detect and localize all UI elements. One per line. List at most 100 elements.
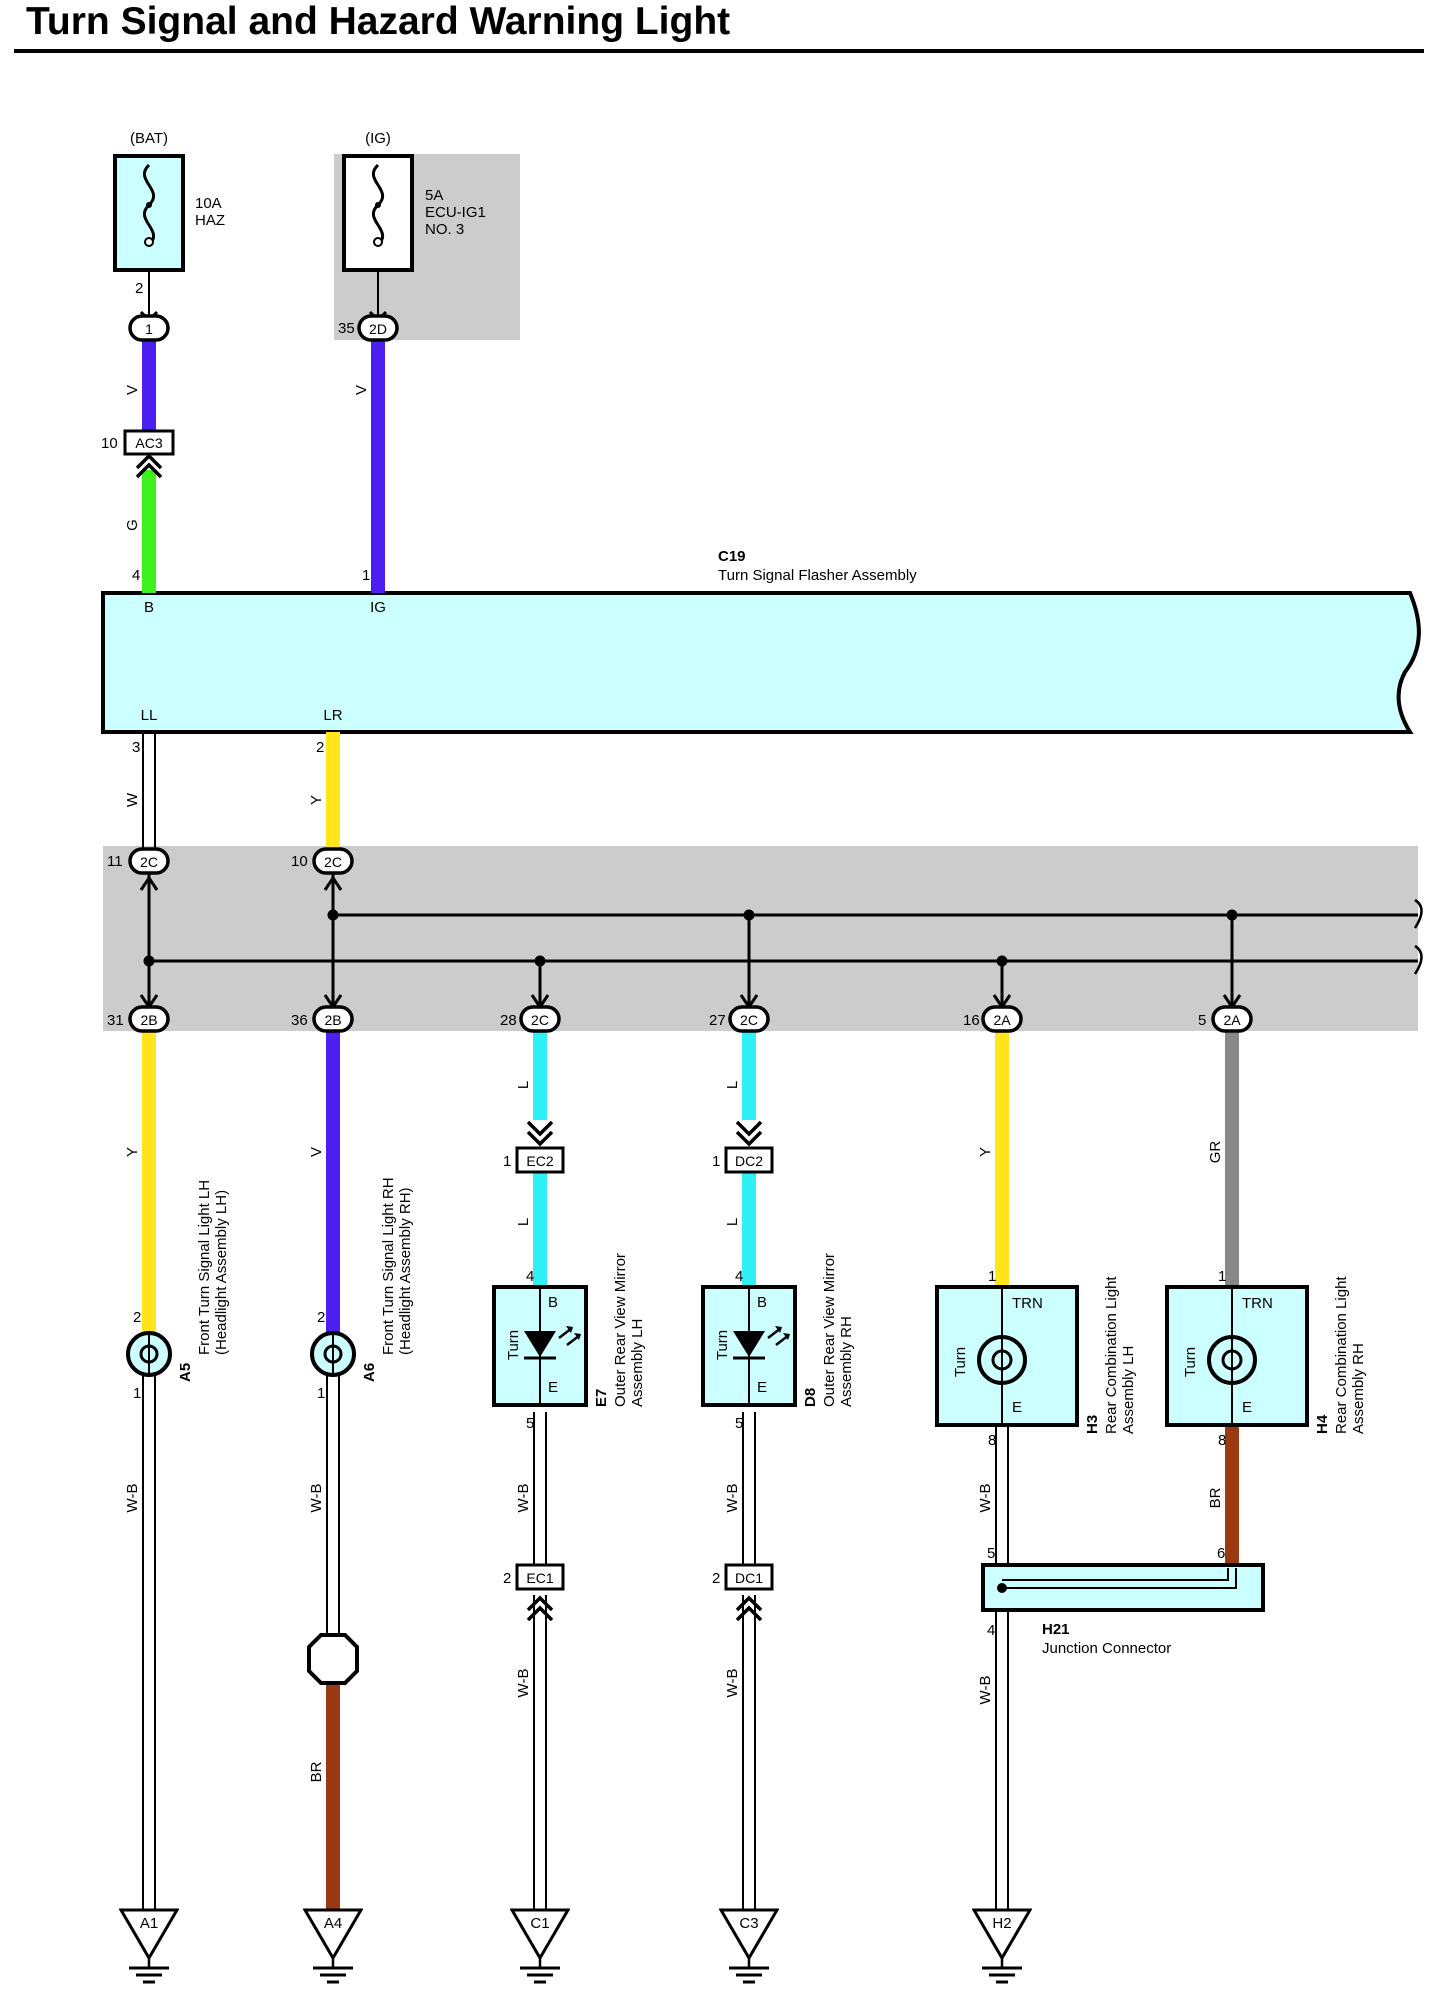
h21-pin-6: 6: [1217, 1545, 1225, 1562]
connector-2c-28: [519, 1005, 561, 1033]
wlabel-b2: V: [308, 1147, 325, 1157]
page-title: Turn Signal and Hazard Warning Light: [26, 0, 731, 43]
h3-code: H3: [1084, 1415, 1101, 1434]
connector-2c-11: [128, 847, 170, 875]
wlabel-a5-wb: W-B: [124, 1484, 141, 1513]
connector-1: [128, 314, 170, 342]
fuse1-rating: 10A: [195, 195, 222, 212]
h21-code: H21: [1042, 1621, 1070, 1638]
flasher-assembly-body: [101, 591, 1421, 734]
connector-ec1: [515, 1563, 565, 1591]
jb2-conn: 2B: [324, 1012, 341, 1028]
fuse-ecu-ig1: [342, 154, 414, 272]
ground-a4-label: A4: [324, 1915, 342, 1932]
dc1-label: DC1: [735, 1570, 763, 1586]
title-rule: [14, 49, 1424, 53]
ac3-label: AC3: [135, 435, 162, 451]
a5-pin-out: 1: [133, 1385, 141, 1402]
wlabel-b4b: L: [724, 1218, 741, 1226]
a6-name2: (Headlight Assembly RH): [397, 1187, 414, 1355]
component-d8-mirror: [701, 1285, 797, 1407]
flasher-code: C19: [718, 548, 746, 565]
wlabel-d8-wb2: W-B: [724, 1669, 741, 1698]
conn2d-label: 2D: [369, 321, 387, 337]
jtop1-pin: 11: [107, 853, 123, 870]
connector-2a-5: [1211, 1005, 1253, 1033]
flasher-pin-ig: 1: [362, 567, 370, 584]
connector-2c-10: [312, 847, 354, 875]
wires-ground-wb: [142, 1375, 1009, 1910]
fuse2-name2: NO. 3: [425, 221, 464, 238]
h3-pin-out: 8: [988, 1432, 996, 1449]
h4-name2: Assembly RH: [1350, 1343, 1367, 1434]
e7-term-e: E: [548, 1379, 558, 1396]
ec1-pin: 2: [503, 1570, 511, 1587]
d8-code: D8: [802, 1388, 819, 1407]
jb4-pin: 27: [709, 1012, 726, 1029]
dc2-pin: 1: [712, 1153, 720, 1170]
h21-pin-out: 4: [987, 1622, 995, 1639]
ground-c1-label: C1: [530, 1915, 549, 1932]
h3-turn: Turn: [952, 1347, 969, 1377]
fuse2-rating: 5A: [425, 187, 443, 204]
wlabel-a6-wb: W-B: [308, 1484, 325, 1513]
d8-pin-out: 5: [735, 1415, 743, 1432]
a5-name2: (Headlight Assembly LH): [213, 1190, 230, 1355]
jb1-conn: 2B: [140, 1012, 157, 1028]
fuse1-source: (BAT): [130, 130, 168, 147]
flasher-pin-lr: 2: [316, 739, 324, 756]
h21-pin-in: 5: [987, 1545, 995, 1562]
flasher-pin-ll: 3: [132, 739, 140, 756]
connector-2b-36: [312, 1005, 354, 1033]
fuse2-source: (IG): [365, 130, 391, 147]
wlabel-b3b: L: [515, 1218, 532, 1226]
e7-name2: Assembly LH: [629, 1319, 646, 1407]
h4-term-e: E: [1242, 1399, 1252, 1416]
a5-pin-in: 2: [133, 1309, 141, 1326]
h4-name1: Rear Combination Light: [1333, 1276, 1350, 1434]
jb6-pin: 5: [1198, 1012, 1206, 1029]
h3-term-trn: TRN: [1012, 1295, 1043, 1312]
wlabel-h3-wb: W-B: [977, 1484, 994, 1513]
dc2-label: DC2: [735, 1153, 763, 1169]
e7-term-b: B: [548, 1294, 558, 1311]
flasher-term-ll: LL: [141, 707, 158, 724]
jb4-conn: 2C: [740, 1012, 758, 1028]
connector-2d: [357, 314, 399, 342]
wlabel-lr: Y: [308, 795, 325, 805]
jb3-pin: 28: [500, 1012, 517, 1029]
wlabel-b6: GR: [1207, 1141, 1224, 1164]
d8-term-e: E: [757, 1379, 767, 1396]
d8-pin-in: 4: [735, 1268, 743, 1285]
h3-name2: Assembly LH: [1120, 1346, 1137, 1434]
e7-name1: Outer Rear View Mirror: [612, 1253, 629, 1407]
wlabel-e7-wb2: W-B: [515, 1669, 532, 1698]
ec2-label: EC2: [526, 1153, 553, 1169]
h3-name1: Rear Combination Light: [1103, 1276, 1120, 1434]
jtop2-pin: 10: [291, 853, 308, 870]
flasher-term-ig: IG: [370, 599, 386, 616]
a6-pin-out: 1: [317, 1385, 325, 1402]
wlabel-b5: Y: [977, 1147, 994, 1157]
wlabel-h4-br: BR: [1207, 1487, 1224, 1508]
e7-pin-in: 4: [526, 1268, 534, 1285]
wlabel-b: G: [124, 519, 141, 531]
connector-2b-31: [128, 1005, 170, 1033]
conn1-label: 1: [145, 321, 153, 337]
wire-flasher-ll-w: [142, 732, 156, 850]
wlabel-f2: V: [353, 385, 370, 395]
flasher-term-b: B: [144, 599, 154, 616]
wlabel-d8-wb: W-B: [724, 1484, 741, 1513]
fuse2-pin: 35: [338, 320, 355, 337]
e7-pin-out: 5: [526, 1415, 534, 1432]
connector-2c-27: [728, 1005, 770, 1033]
jb5-pin: 16: [963, 1012, 980, 1029]
connector-dc1: [724, 1563, 774, 1591]
h4-term-trn: TRN: [1242, 1295, 1273, 1312]
wlabel-e7-wb: W-B: [515, 1484, 532, 1513]
a6-pin-in: 2: [317, 1309, 325, 1326]
h4-turn: Turn: [1182, 1347, 1199, 1377]
a6-code: A6: [361, 1363, 378, 1382]
wlabel-b4: L: [724, 1081, 741, 1089]
